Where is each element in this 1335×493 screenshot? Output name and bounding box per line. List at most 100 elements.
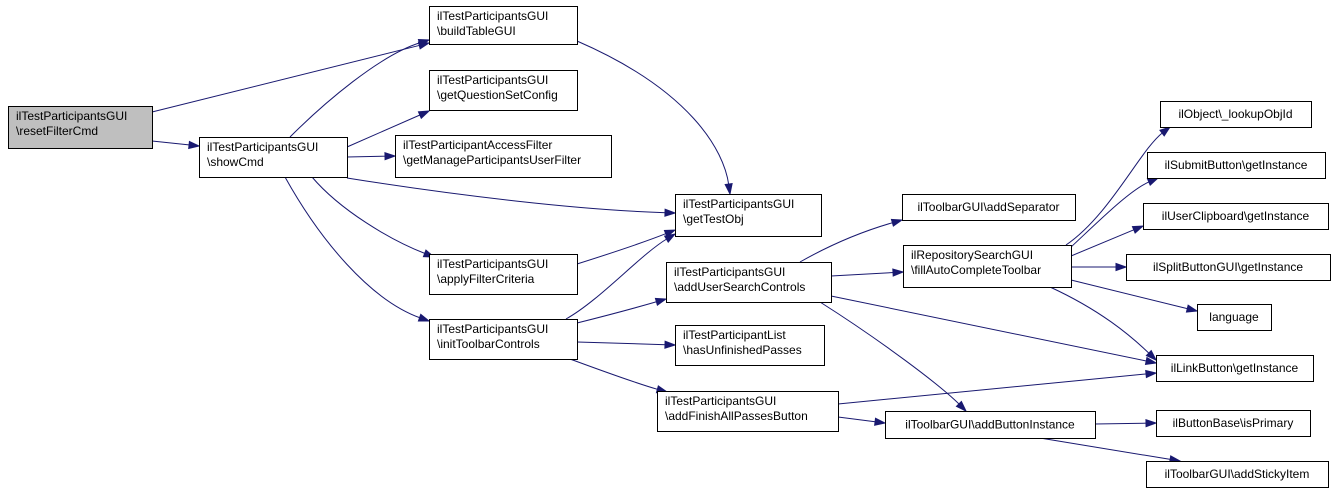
arrowhead xyxy=(955,400,968,413)
node-box xyxy=(1147,152,1326,179)
arrowhead xyxy=(1146,177,1160,187)
edge-fillAutoCompleteToolbar-to-lookupObjId xyxy=(1065,126,1172,246)
node-lookupObjId[interactable]: ilObject\_lookupObjId xyxy=(1160,101,1312,128)
node-getTestObj[interactable]: ilTestParticipantsGUI\getTestObj xyxy=(675,194,822,237)
node-showCmd[interactable]: ilTestParticipantsGUI\showCmd xyxy=(199,137,348,178)
node-label-line: \buildTableGUI xyxy=(437,24,516,38)
arrowhead xyxy=(1131,225,1145,234)
arrowhead xyxy=(892,268,905,277)
arrowhead xyxy=(384,152,397,161)
node-box xyxy=(675,325,825,366)
node-buildTableGUI[interactable]: ilTestParticipantsGUI\buildTableGUI xyxy=(429,6,578,45)
node-label-line: ilSplitButtonGUI\getInstance xyxy=(1153,260,1303,274)
edge-line xyxy=(1069,181,1150,249)
node-box xyxy=(902,194,1076,221)
edge-line xyxy=(151,140,191,146)
edge-showCmd-to-getQuestionSetConfig xyxy=(346,110,431,148)
edge-line xyxy=(830,295,1148,362)
node-addUserSearchControls[interactable]: ilTestParticipantsGUI\addUserSearchContr… xyxy=(666,262,832,303)
node-label-line: ilSubmitButton\getInstance xyxy=(1165,158,1308,172)
node-applyFilterCriteria[interactable]: ilTestParticipantsGUI\applyFilterCriteri… xyxy=(429,254,578,295)
node-label-line: \addFinishAllPassesButton xyxy=(665,409,808,423)
node-box xyxy=(429,254,578,295)
edge-showCmd-to-getTestObj xyxy=(346,177,677,217)
edge-showCmd-to-getManageParticipantsUserFilter xyxy=(346,152,397,161)
edge-addFinishAllPassesButton-to-addButtonInstance xyxy=(837,416,887,426)
node-submitGetInstance[interactable]: ilSubmitButton\getInstance xyxy=(1147,152,1326,179)
node-label-line: ilTestParticipantsGUI xyxy=(437,9,548,23)
call-graph-nodes: ilTestParticipantsGUI\resetFilterCmd ilTe… xyxy=(8,6,1331,488)
node-addFinishAllPassesButton[interactable]: ilTestParticipantsGUI\addFinishAllPasses… xyxy=(657,391,839,432)
node-initToolbarControls[interactable]: ilTestParticipantsGUI\initToolbarControl… xyxy=(429,319,578,360)
node-box xyxy=(429,319,578,360)
edge-initToolbarControls-to-hasUnfinishedPasses xyxy=(576,340,677,349)
node-addStickyItem[interactable]: ilToolbarGUI\addStickyItem xyxy=(1146,461,1329,488)
arrowhead xyxy=(417,313,431,322)
edge-line xyxy=(1049,286,1150,355)
node-clipboardGetInstance[interactable]: ilUserClipboard\getInstance xyxy=(1143,203,1329,230)
node-box xyxy=(429,6,578,45)
node-label-line: \getManageParticipantsUserFilter xyxy=(403,153,581,167)
node-label-line: \showCmd xyxy=(207,155,264,169)
arrowhead xyxy=(890,218,904,227)
edge-line xyxy=(1070,279,1189,310)
edge-showCmd-to-buildTableGUI xyxy=(289,39,431,138)
node-box xyxy=(657,391,839,432)
edge-line xyxy=(346,177,667,214)
node-resetFilterCmd[interactable]: ilTestParticipantsGUI\resetFilterCmd xyxy=(8,106,153,149)
edge-line xyxy=(1094,422,1148,425)
edge-line xyxy=(837,373,1148,405)
node-label-line: \applyFilterCriteria xyxy=(437,272,535,286)
node-label-line: ilTestParticipantsGUI xyxy=(437,322,548,336)
node-box xyxy=(429,70,578,111)
arrowhead xyxy=(1145,369,1158,379)
node-label-line: ilTestParticipantsGUI xyxy=(683,197,794,211)
node-linkGetInstance[interactable]: ilLinkButton\getInstance xyxy=(1156,355,1314,382)
node-addSeparator[interactable]: ilToolbarGUI\addSeparator xyxy=(902,194,1076,221)
node-box xyxy=(199,137,348,178)
node-getManageParticipantsUserFilter[interactable]: ilTestParticipantAccessFilter\getManageP… xyxy=(395,135,612,178)
node-label-line: ilTestParticipantsGUI xyxy=(207,140,318,154)
node-getQuestionSetConfig[interactable]: ilTestParticipantsGUI\getQuestionSetConf… xyxy=(429,70,578,111)
node-box xyxy=(1146,461,1329,488)
node-label-line: ilUserClipboard\getInstance xyxy=(1162,209,1310,223)
node-label-line: \fillAutoCompleteToolbar xyxy=(911,263,1041,277)
node-box xyxy=(8,106,153,149)
node-box xyxy=(395,135,612,178)
node-box xyxy=(885,411,1096,439)
arrowhead xyxy=(1159,126,1172,137)
node-fillAutoCompleteToolbar[interactable]: ilRepositorySearchGUI\fillAutoCompleteTo… xyxy=(903,245,1072,288)
node-language[interactable]: language xyxy=(1197,304,1272,331)
edge-initToolbarControls-to-addUserSearchControls xyxy=(576,297,668,324)
node-label-line: ilTestParticipantList xyxy=(683,328,786,342)
edge-line xyxy=(819,301,960,405)
node-hasUnfinishedPasses[interactable]: ilTestParticipantList\hasUnfinishedPasse… xyxy=(675,325,825,366)
node-splitGetInstance[interactable]: ilSplitButtonGUI\getInstance xyxy=(1126,254,1331,281)
node-label-line: \hasUnfinishedPasses xyxy=(683,343,802,357)
node-addButtonInstance[interactable]: ilToolbarGUI\addButtonInstance xyxy=(885,411,1096,439)
edge-line xyxy=(569,358,659,391)
arrowhead xyxy=(1145,418,1158,428)
node-label-line: ilTestParticipantsGUI xyxy=(437,73,548,87)
node-isPrimary[interactable]: ilButtonBase\isPrimary xyxy=(1156,410,1311,437)
node-label-line: \getQuestionSetConfig xyxy=(437,88,558,102)
edge-addUserSearchControls-to-addButtonInstance xyxy=(819,301,968,413)
edge-addFinishAllPassesButton-to-linkGetInstance xyxy=(837,369,1158,405)
node-box xyxy=(903,245,1072,288)
arrowhead xyxy=(724,183,733,196)
node-box xyxy=(1156,410,1311,437)
edge-line xyxy=(565,238,668,320)
node-label-line: ilToolbarGUI\addSeparator xyxy=(917,200,1059,214)
edge-addUserSearchControls-to-fillAutoCompleteToolbar xyxy=(830,268,905,277)
arrowhead xyxy=(188,140,201,150)
edge-line xyxy=(1039,437,1172,461)
node-label-line: \initToolbarControls xyxy=(437,337,540,351)
edge-line xyxy=(576,341,667,346)
arrowhead xyxy=(1144,356,1158,365)
edge-line xyxy=(1070,229,1135,257)
edge-line xyxy=(284,176,421,319)
node-label-line: ilToolbarGUI\addButtonInstance xyxy=(905,418,1075,432)
node-label-line: ilTestParticipantsGUI xyxy=(665,394,776,408)
edge-line xyxy=(576,232,667,265)
